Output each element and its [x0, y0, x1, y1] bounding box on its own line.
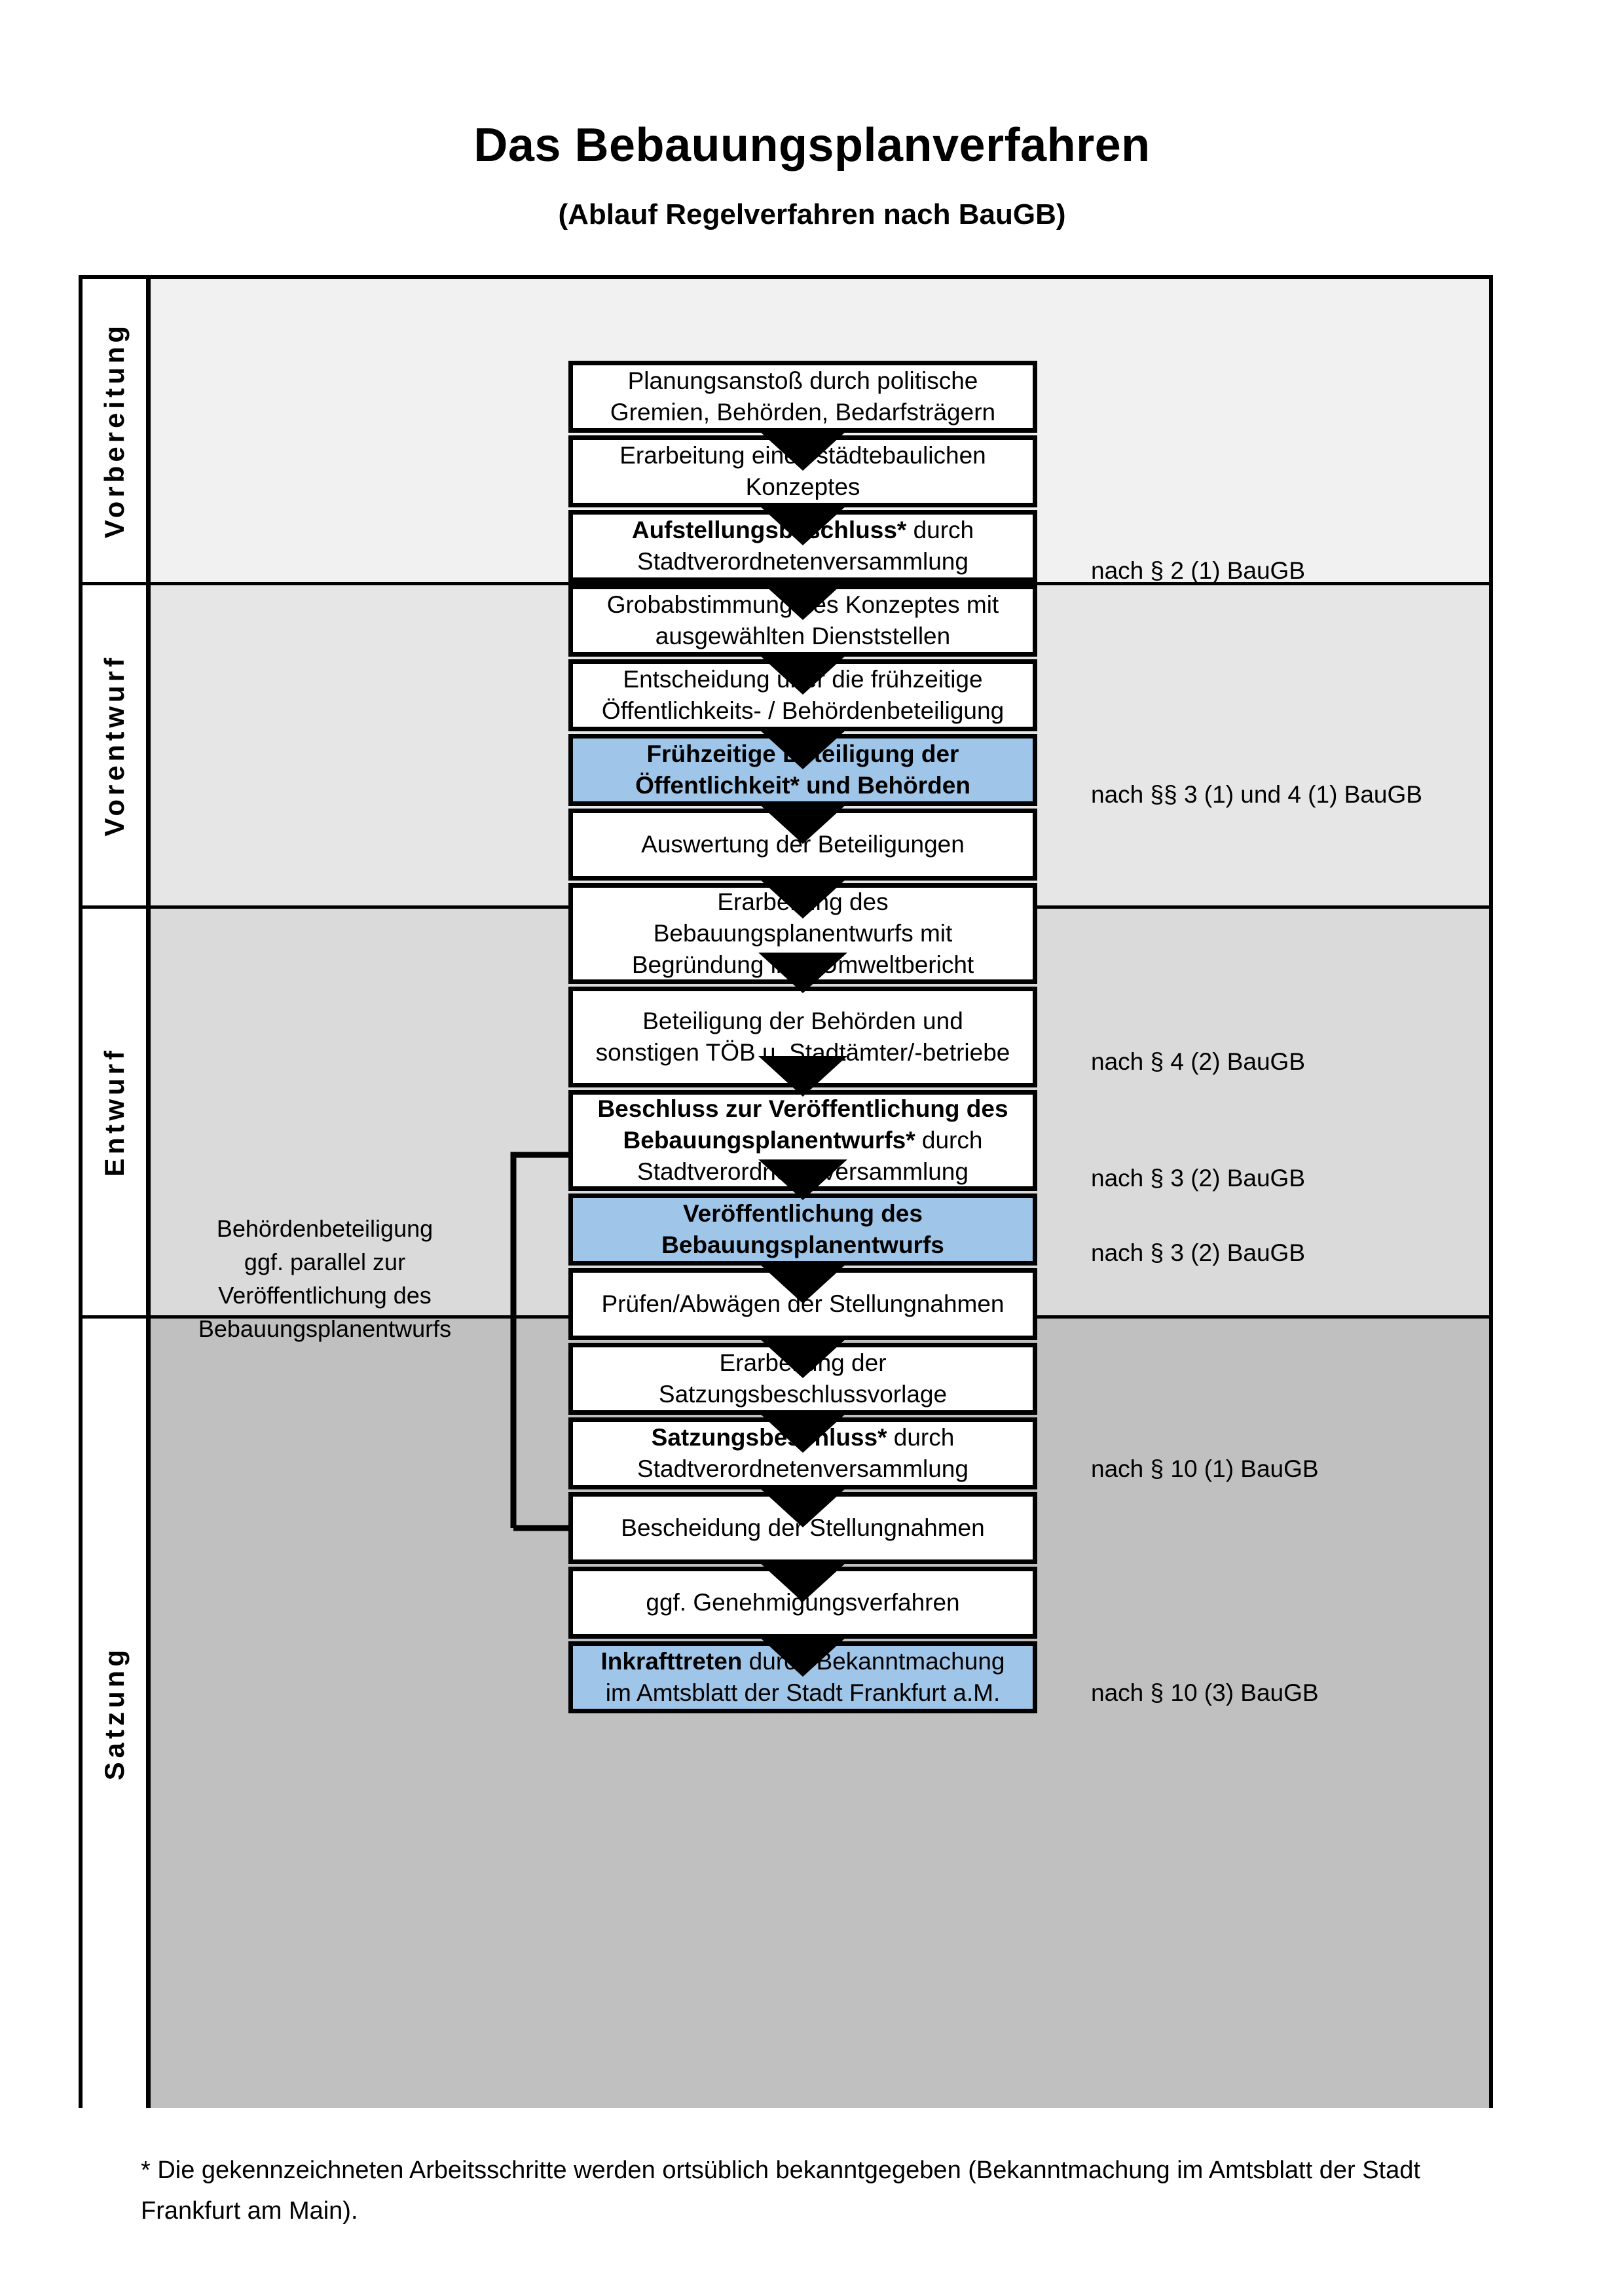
flow-arrow-2 [758, 505, 847, 545]
text-line-1: Planungsanstoß durch politische [627, 367, 978, 394]
phase-label-text: Vorbereitung [98, 322, 130, 539]
statute-note-par10-3: nach § 10 (3) BauGB [1091, 1679, 1319, 1706]
statute-note-par3-2a: nach § 3 (2) BauGB [1091, 1165, 1306, 1192]
page-title: Das Bebauungsplanverfahren [473, 119, 1151, 172]
process-box-text: Veröffentlichung des Bebauungsplanentwur… [661, 1198, 944, 1261]
flow-arrow-3 [758, 579, 847, 620]
flow-arrow-11 [758, 1263, 847, 1303]
text-normal-part: durch [887, 1423, 955, 1451]
phase-label-text: Entwurf [98, 1047, 130, 1177]
text-line-2: Bebauungsplanentwurfs mit [653, 919, 953, 947]
statute-note-par3-4-1: nach §§ 3 (1) und 4 (1) BauGB [1091, 781, 1422, 808]
process-box-veroeffentlichung[interactable]: Veröffentlichung des Bebauungsplanentwur… [568, 1194, 1037, 1266]
flow-arrow-6 [758, 803, 847, 844]
flow-arrow-7 [758, 878, 847, 919]
flow-arrow-5 [758, 729, 847, 769]
text-normal-part: durch [915, 1126, 983, 1154]
text-bold-part: Beschluss zur Veröffentlichung des Bebau… [597, 1095, 1008, 1154]
process-box-beschluss-veroeffentlichung[interactable]: Beschluss zur Veröffentlichung des Bebau… [568, 1090, 1037, 1191]
flow-arrow-1 [758, 430, 847, 471]
text-line-1: Veröffentlichung des [683, 1199, 923, 1227]
phase-label-satzung: Satzung [83, 1319, 151, 2108]
statute-note-par2-1: nach § 2 (1) BauGB [1091, 557, 1306, 584]
process-box-text: Beteiligung der Behörden und sonstigen T… [596, 1006, 1010, 1068]
parallel-note-text: Behördenbeteiligung ggf. parallel zur Ve… [187, 1212, 462, 1345]
process-box-text: Inkrafttreten durch Bekanntmachung im Am… [601, 1646, 1005, 1709]
flow-arrow-8 [758, 953, 847, 993]
phase-label-text: Satzung [98, 1646, 130, 1781]
text-line-2: Bebauungsplanentwurfs [661, 1231, 944, 1258]
page-subtitle: (Ablauf Regelverfahren nach BauGB) [558, 198, 1066, 230]
text-line-2: ausgewählten Dienststellen [655, 623, 951, 649]
process-box-entscheidung-fruehzeitig[interactable]: Entscheidung über die frühzeitige Öffent… [568, 659, 1037, 731]
flow-arrow-15 [758, 1561, 847, 1602]
flow-arrow-14 [758, 1487, 847, 1527]
statute-note-par4-2: nach § 4 (2) BauGB [1091, 1048, 1306, 1075]
text-line-2: Gremien, Behörden, Bedarfsträgern [610, 399, 996, 426]
parallel-note-line-1: Behördenbeteiligung [216, 1215, 434, 1242]
phase-label-vorentwurf: Vorentwurf [83, 585, 151, 905]
flow-arrow-16 [758, 1636, 847, 1677]
flow-arrow-10 [758, 1159, 847, 1200]
flow-arrow-9 [758, 1056, 847, 1097]
flow-arrow-12 [758, 1338, 847, 1378]
document-header: Das Bebauungsplanverfahren (Ablauf Regel… [0, 0, 1624, 230]
text-line-1: Beteiligung der Behörden und [642, 1007, 963, 1034]
text-line-2: im Amtsblatt der Stadt Frankfurt a.M. [605, 1679, 1001, 1706]
process-box-planungsanstoss[interactable]: Planungsanstoß durch politische Gremien,… [568, 361, 1037, 433]
text-line-2: Stadtverordnetenversammlung [637, 1455, 969, 1482]
text-line-2: Öffentlichkeits- / Behördenbeteiligung [601, 697, 1005, 724]
process-box-text: Erarbeitung der Satzungsbeschlussvorlage [659, 1347, 947, 1410]
flow-arrow-13 [758, 1412, 847, 1453]
statute-note-par3-2b: nach § 3 (2) BauGB [1091, 1239, 1306, 1266]
text-line-2: Öffentlichkeit* und Behörden [635, 772, 970, 799]
text-line-2: Stadtverordnetenversammlung [637, 548, 969, 575]
parallel-note-line-3: Veröffentlichung des [218, 1282, 432, 1309]
parallel-note-line-4: Bebauungsplanentwurfs [198, 1315, 452, 1343]
text-normal-part: durch [906, 516, 974, 543]
phase-label-text: Vorentwurf [98, 654, 130, 837]
flowchart-frame: Vorbereitung Vorentwurf Entwurf Satzung … [79, 275, 1493, 2108]
text-line-2: Satzungsbeschlussvorlage [658, 1381, 948, 1408]
process-box-auswertung[interactable]: Auswertung der Beteiligungen [568, 809, 1037, 881]
text-bold-part: Inkrafttreten [600, 1647, 743, 1675]
parallel-note-line-2: ggf. parallel zur [244, 1248, 406, 1276]
statute-note-par10-1: nach § 10 (1) BauGB [1091, 1455, 1319, 1482]
text-line-2: Konzeptes [745, 473, 860, 500]
footnote-text: * Die gekennzeichneten Arbeitsschritte w… [141, 2157, 1420, 2225]
phase-label-vorbereitung: Vorbereitung [83, 279, 151, 582]
process-box-text: Planungsanstoß durch politische Gremien,… [610, 365, 995, 428]
phase-label-entwurf: Entwurf [83, 909, 151, 1315]
flow-arrow-4 [758, 654, 847, 695]
